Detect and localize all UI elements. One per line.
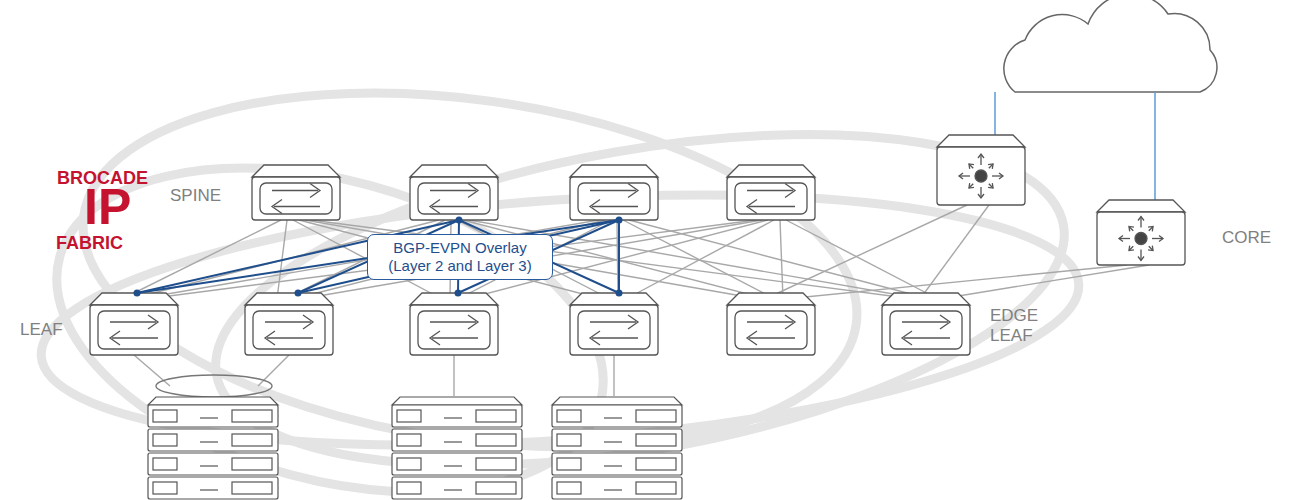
- spine-switch: [570, 165, 658, 220]
- server-rack: [148, 397, 278, 499]
- leaf-switch: [410, 293, 498, 355]
- leaf-switch: [90, 293, 178, 355]
- tier-label: EDGE LEAF: [990, 306, 1060, 345]
- fabric-links: [122, 205, 1149, 397]
- tier-label: CORE: [1222, 228, 1271, 248]
- swirl-background: [21, 47, 1090, 500]
- tier-label: LEAF: [20, 320, 63, 340]
- server-rack: [552, 397, 682, 499]
- callout-text: BGP-EVPN Overlay (Layer 2 and Layer 3): [376, 239, 544, 275]
- evpn-overlay: [134, 217, 623, 297]
- spine-switch: [727, 165, 815, 220]
- leaf-switch: [570, 293, 658, 355]
- leaf-switch: [727, 293, 815, 355]
- spine-switch: [410, 165, 498, 220]
- logo-word: IP: [84, 184, 131, 232]
- overlay-callout-box: BGP-EVPN Overlay (Layer 2 and Layer 3): [367, 234, 553, 280]
- leaf-switch: [882, 293, 970, 355]
- spine-switch: [252, 165, 340, 220]
- cloud: [1004, 0, 1217, 92]
- core-router: [1097, 200, 1185, 265]
- server-rack: [392, 397, 522, 499]
- core-router: [937, 135, 1025, 205]
- logo-word: FABRIC: [56, 233, 123, 254]
- leaf-switch: [245, 293, 333, 355]
- tier-label: SPINE: [170, 186, 221, 206]
